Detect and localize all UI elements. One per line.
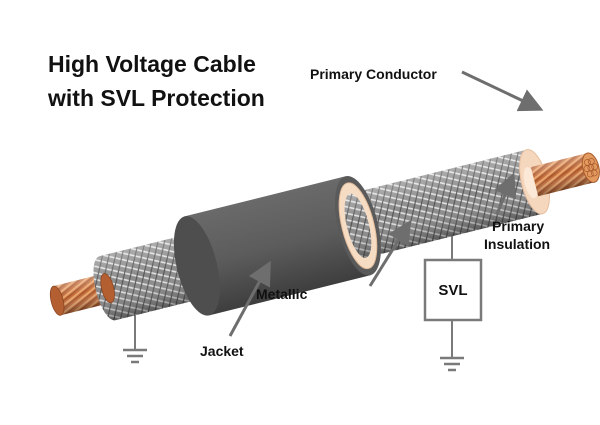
svl-box: SVL [423, 258, 483, 322]
label-primary-conductor: Primary Conductor [310, 66, 544, 112]
primary-insulation-label-line2: Insulation [484, 236, 550, 252]
title-line-1: High Voltage Cable [48, 51, 256, 77]
primary-insulation-arrow [494, 172, 517, 215]
right-conductor [530, 152, 600, 197]
jacket [173, 176, 381, 316]
metallic-arrow [368, 219, 412, 287]
title-line-2: with SVL Protection [47, 85, 265, 111]
jacket-label: Jacket [200, 343, 244, 359]
primary-insulation-label-line1: Primary [492, 218, 544, 234]
primary-conductor-label: Primary Conductor [310, 66, 437, 82]
left-conductor [49, 272, 116, 316]
label-jacket: Jacket [200, 260, 271, 359]
jacket-arrow [228, 260, 271, 337]
label-metallic: Metallic [256, 219, 412, 302]
label-primary-insulation: Primary Insulation [484, 172, 550, 252]
title: High Voltage Cable with SVL Protection [47, 51, 265, 111]
metallic-label: Metallic [256, 286, 308, 302]
primary-conductor-arrow [461, 70, 544, 112]
svl-label: SVL [438, 282, 467, 299]
